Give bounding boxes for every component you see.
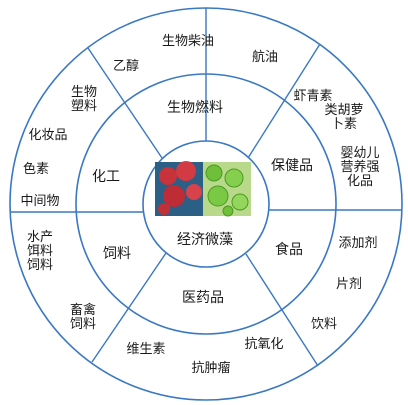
product-additive: 添加剂 (338, 236, 378, 251)
product-pigment: 色素 (22, 162, 50, 177)
product-cosmetic: 化妆品 (28, 128, 68, 143)
green-cell (205, 164, 223, 182)
red-cell (163, 185, 185, 207)
spoke-lower-left (91, 252, 167, 363)
spoke-lower-right (245, 253, 319, 367)
product-drink: 饮料 (310, 317, 338, 332)
green-cell (222, 205, 234, 217)
product-astaxanthin: 虾青素 (293, 89, 333, 104)
product-poultry: 畜禽饲料 (69, 303, 96, 332)
red-cell (159, 167, 177, 185)
category-health: 保健品 (271, 158, 313, 174)
center-label: 经济微藻 (177, 232, 233, 248)
green-cell (224, 168, 244, 188)
category-fuel: 生物燃料 (167, 100, 223, 116)
product-infant: 婴幼儿营养强化品 (340, 146, 380, 189)
green-cell (207, 185, 229, 207)
red-cell (176, 161, 196, 181)
product-intermediate: 中间物 (20, 194, 60, 209)
category-feed: 饲料 (103, 246, 131, 262)
spoke-upper-left (87, 47, 163, 159)
green-cell (231, 193, 249, 211)
product-tablet: 片剂 (335, 277, 363, 292)
product-ethanol: 乙醇 (112, 59, 140, 74)
product-carotene: 类胡萝卜素 (324, 103, 364, 132)
algae-photo (155, 161, 251, 217)
product-antiox: 抗氧化 (244, 337, 284, 352)
product-antitumor: 抗肿瘤 (191, 361, 231, 376)
red-cell (158, 203, 170, 215)
product-biodiesel: 生物柴油 (161, 34, 215, 49)
category-chem: 化工 (92, 169, 120, 185)
category-food: 食品 (275, 242, 303, 258)
spoke-upper-right (247, 43, 321, 159)
product-aqua: 水产饵料饲料 (26, 230, 53, 273)
category-medicine: 医药品 (182, 290, 224, 306)
product-jetfuel: 航油 (251, 50, 279, 65)
product-bioplastic: 生物塑料 (70, 85, 97, 114)
spoke-lines (10, 8, 402, 367)
red-cell (186, 184, 202, 200)
product-vitamin: 维生素 (126, 342, 166, 357)
